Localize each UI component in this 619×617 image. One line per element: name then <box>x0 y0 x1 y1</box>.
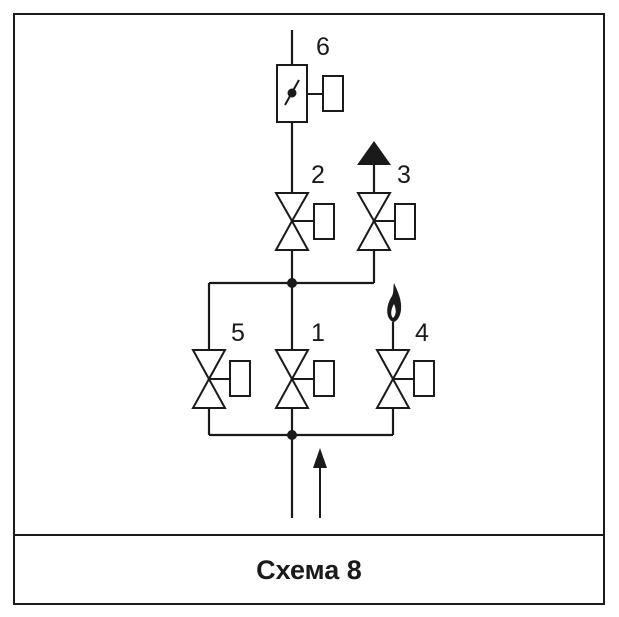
valve-3 <box>356 192 416 251</box>
label-1: 1 <box>311 319 325 347</box>
valve-5 <box>191 349 251 409</box>
junction-upper <box>287 278 297 288</box>
flame-inner <box>391 304 396 318</box>
flame-icon <box>387 283 402 322</box>
junction-lower <box>287 430 297 440</box>
valve-4 <box>375 349 435 409</box>
label-4: 4 <box>415 319 429 347</box>
label-3: 3 <box>397 161 411 189</box>
inlet-arrow-icon <box>313 448 327 468</box>
valve-1 <box>274 349 335 409</box>
device-6 <box>276 64 344 123</box>
label-6: 6 <box>316 33 330 61</box>
vent-arrow-icon <box>357 141 391 165</box>
label-2: 2 <box>311 161 325 189</box>
valve-2 <box>274 192 335 251</box>
outer-frame <box>13 13 605 605</box>
label-5: 5 <box>231 319 245 347</box>
scheme-caption: Схема 8 <box>256 554 362 585</box>
